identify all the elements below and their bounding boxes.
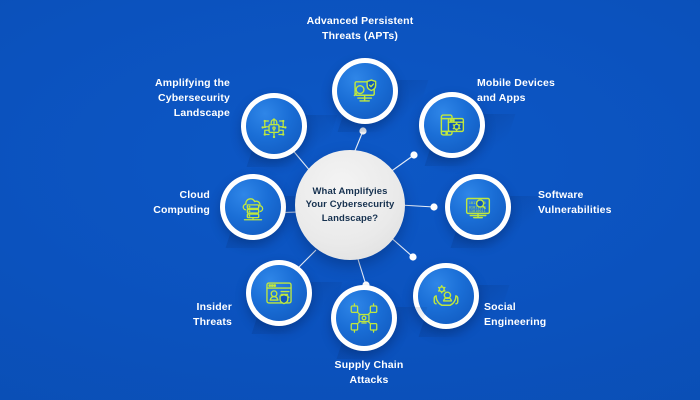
label-mobile-devices-and-apps: Mobile Devices and Apps (477, 77, 555, 105)
node-cloud-computing[interactable] (220, 174, 317, 248)
node-mobile-devices-and-apps[interactable] (419, 92, 516, 166)
label-insider-threats: Insider Threats (193, 301, 232, 329)
svg-text:01011010: 01011010 (469, 205, 486, 209)
cloud-server-icon (242, 198, 264, 221)
node-amplifying-the-cybersecurity-landscape[interactable] (241, 93, 338, 167)
node-disc (418, 268, 474, 324)
node-insider-threats[interactable] (246, 260, 343, 334)
label-cloud-computing: Cloud Computing (153, 189, 210, 217)
label-amplifying-the-cybersecurity-landscape: Amplifying the Cybersecurity Landscape (154, 77, 230, 120)
label-advanced-persistent-threats: Advanced Persistent Threats (APTs) (306, 15, 414, 43)
node-social-engineering[interactable] (413, 263, 510, 337)
node-disc (336, 290, 392, 346)
browser-user-shield-icon (266, 282, 292, 305)
label-supply-chain-attacks: Supply Chain Attacks (334, 359, 404, 387)
node-disc (337, 63, 393, 119)
node-disc (246, 98, 302, 154)
mobile-browser-gear-icon (440, 114, 465, 136)
node-advanced-persistent-threats[interactable] (332, 58, 429, 132)
center-hub: What Amplifyies Your Cybersecurity Lands… (295, 150, 405, 260)
center-hub-text: What Amplifyies Your Cybersecurity Lands… (305, 185, 395, 224)
circuit-padlock-icon (261, 118, 287, 139)
network-nodes-icon (350, 303, 378, 333)
monitor-shield-magnifier-icon (353, 79, 377, 102)
node-disc (424, 97, 480, 153)
svg-text:11010011: 11010011 (469, 209, 486, 213)
label-software-vulnerabilities: Software Vulnerabilities (538, 189, 612, 217)
hands-user-gear-icon (433, 285, 459, 306)
label-social-engineering: Social Engineering (484, 301, 547, 329)
node-supply-chain-attacks[interactable] (331, 285, 428, 359)
node-disc (225, 179, 281, 235)
node-disc (251, 265, 307, 321)
